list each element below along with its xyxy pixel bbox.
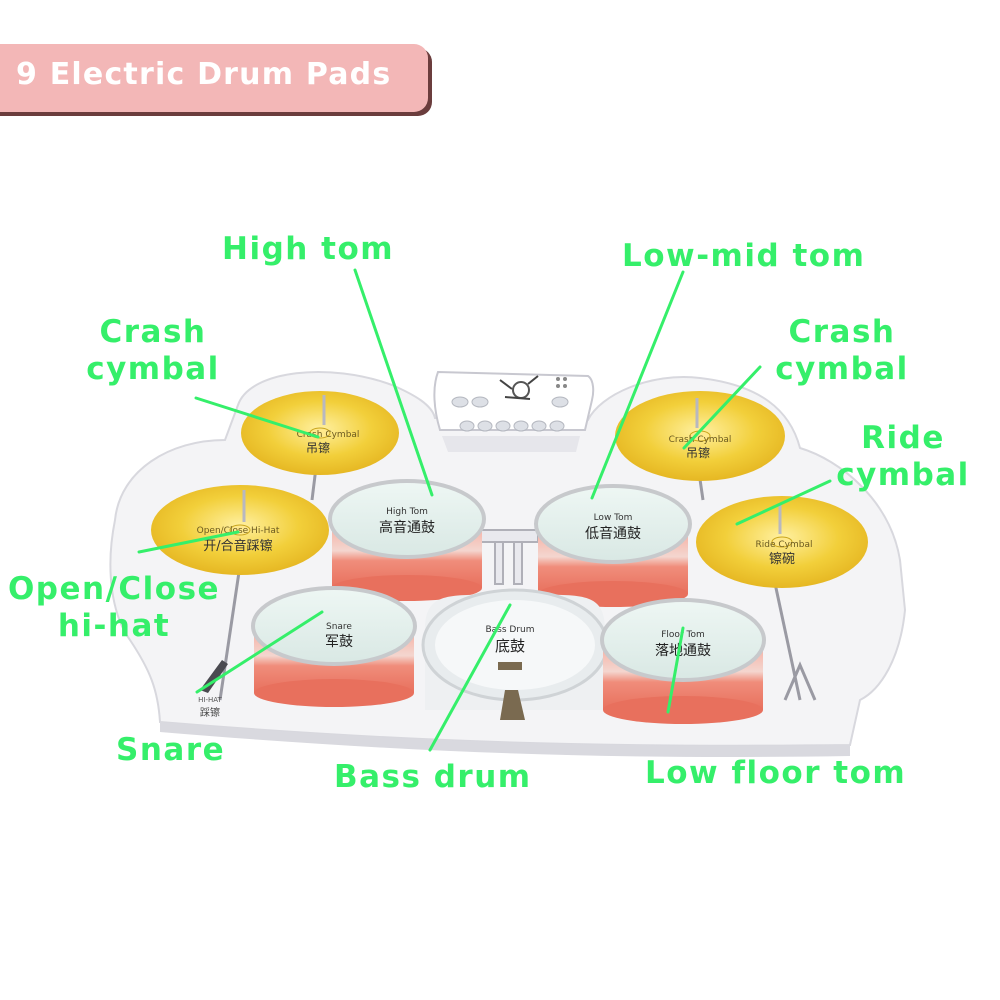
- callout-line: cymbal: [86, 351, 220, 387]
- callout-high-tom: High tom: [222, 231, 395, 267]
- callout-snare: Snare: [116, 732, 226, 768]
- pad-label-zh: 军鼓: [325, 634, 353, 650]
- title-banner: 9 Electric Drum Pads: [0, 44, 428, 112]
- callout-line: Crash: [99, 314, 207, 350]
- pointer-crash-left: [194, 396, 320, 439]
- pad-low-tom[interactable]: Low Tom 低音通鼓: [534, 484, 692, 607]
- pointer-high-tom: [353, 268, 434, 497]
- callout-hihat: Open/Close hi-hat: [6, 571, 222, 645]
- pad-snare[interactable]: Snare 军鼓: [251, 586, 417, 707]
- callout-line: Open/Close: [7, 571, 221, 607]
- banner-title: 9 Electric Drum Pads: [16, 57, 392, 92]
- callout-floor: Low floor tom: [645, 755, 907, 791]
- pointer-crash-right: [682, 365, 762, 450]
- pad-label-en: Crash Cymbal: [297, 430, 360, 440]
- pointer-bass: [428, 603, 512, 752]
- callout-line: cymbal: [836, 457, 970, 493]
- pad-crash-left[interactable]: Crash Cymbal 吊镲: [241, 391, 399, 475]
- pad-crash-right[interactable]: Crash Cymbal 吊镲: [615, 391, 785, 481]
- speaker-icon: [556, 377, 567, 388]
- callout-line: Crash: [788, 314, 896, 350]
- callout-pointers: [137, 268, 832, 752]
- pad-label-zh: 低音通鼓: [585, 525, 641, 542]
- pad-label-zh: 吊镲: [686, 446, 710, 460]
- callout-line: Ride: [861, 420, 945, 456]
- callout-crash-left: Crash cymbal: [86, 314, 220, 388]
- pad-label-en: Snare: [326, 622, 352, 632]
- pad-label-en: Low Tom: [594, 513, 633, 523]
- pad-label-en: HI-HAT: [198, 696, 222, 704]
- pad-label-en: High Tom: [386, 507, 428, 517]
- pointer-hihat: [137, 530, 240, 554]
- pad-label-en: Bass Drum: [485, 625, 534, 635]
- pad-label-zh: 底鼓: [495, 637, 525, 655]
- pointer-ride: [735, 479, 832, 526]
- pointer-floor: [666, 626, 685, 714]
- pad-label-zh: 吊镲: [306, 441, 330, 455]
- pad-ride[interactable]: Ride Cymbal 镲碗: [696, 496, 868, 588]
- pad-label-zh: 镲碗: [769, 551, 795, 567]
- pad-hihat[interactable]: Open/Close Hi-Hat 开/合音踩镲: [151, 485, 329, 575]
- pad-high-tom[interactable]: High Tom 高音通鼓: [328, 479, 486, 601]
- pad-label-en: Ride Cymbal: [756, 540, 813, 550]
- callout-bass: Bass drum: [334, 759, 532, 795]
- pad-floor-tom[interactable]: Floor Tom 落地通鼓: [600, 598, 766, 724]
- callout-line: cymbal: [775, 351, 909, 387]
- callout-ride: Ride cymbal: [836, 420, 970, 494]
- pad-label-zh: 开/合音踩镲: [203, 538, 272, 554]
- control-panel[interactable]: [433, 370, 595, 452]
- control-button-row-bottom[interactable]: [459, 420, 565, 432]
- pointer-snare: [195, 610, 324, 694]
- control-button-row-top[interactable]: [451, 396, 569, 408]
- pad-label-zh: 踩镲: [200, 706, 220, 719]
- pointer-low-mid-tom: [590, 270, 685, 500]
- pad-label-zh: 高音通鼓: [379, 519, 435, 536]
- pad-label-en: Crash Cymbal: [669, 435, 732, 445]
- callout-low-mid-tom: Low-mid tom: [622, 238, 866, 274]
- pad-bass-drum[interactable]: Bass Drum 底鼓: [421, 588, 609, 720]
- pad-label-zh: 落地通鼓: [655, 643, 711, 659]
- callout-line: hi-hat: [57, 608, 171, 644]
- drummer-icon: [499, 375, 539, 400]
- callout-crash-right: Crash cymbal: [775, 314, 909, 388]
